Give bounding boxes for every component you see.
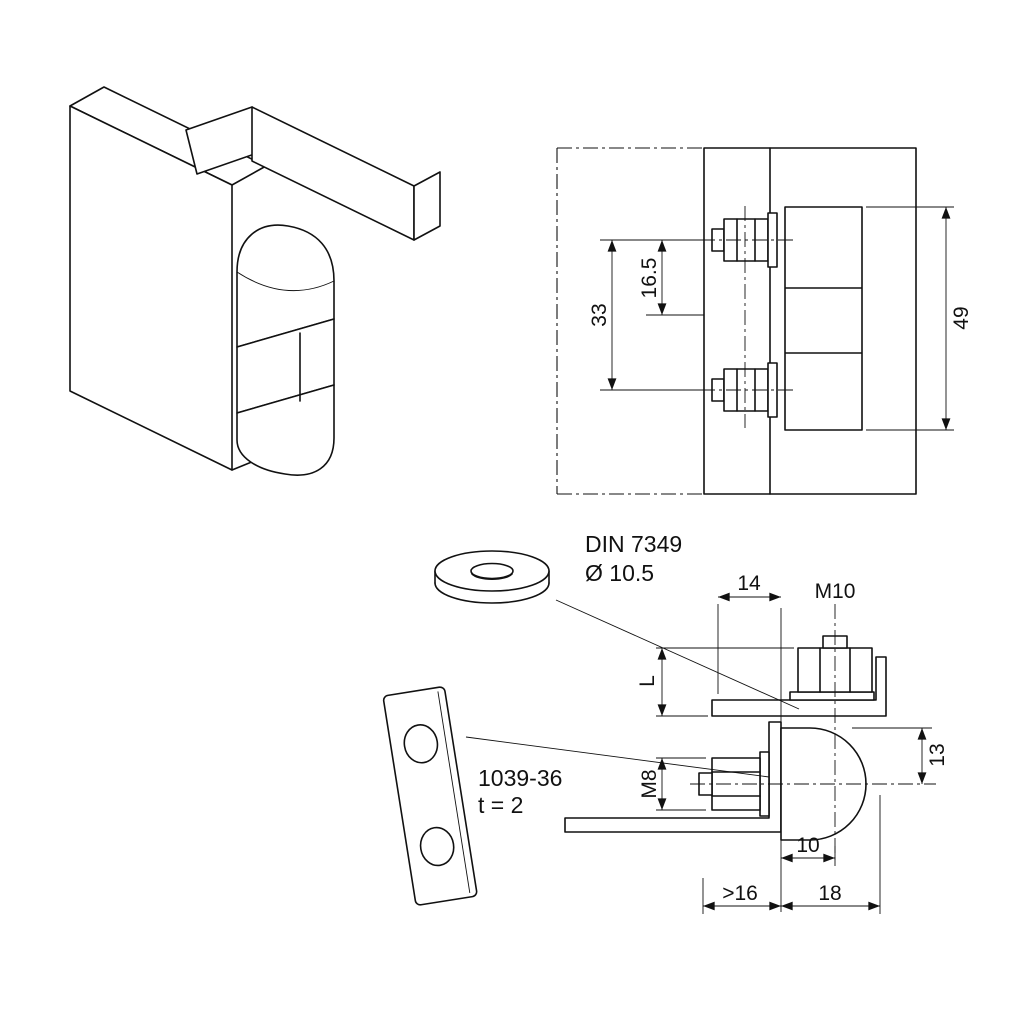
- dim-10-label: 10: [796, 834, 819, 857]
- washer-leader-line: [555, 599, 800, 710]
- dim-33-label: 33: [588, 303, 611, 326]
- knuckle-bottom: [236, 384, 335, 476]
- plate-thickness-label: t = 2: [478, 792, 523, 818]
- dim-gt16-label: >16: [722, 882, 758, 905]
- washer-diameter-label: Ø 10.5: [585, 560, 654, 586]
- m10-bolt-assembly: [789, 635, 875, 701]
- side-view: 14 M10 L M8 13 10 >16 18: [564, 572, 949, 914]
- m10-label: M10: [815, 580, 856, 603]
- top-plate-with-lip: [711, 656, 887, 717]
- plate-body: [382, 686, 478, 906]
- m8-label: M8: [638, 769, 661, 798]
- dim-16-5-label: 16.5: [638, 258, 661, 299]
- dim-L-label: L: [636, 675, 659, 687]
- plate-part-number-label: 1039-36: [478, 765, 562, 791]
- plate-hole-bottom: [419, 826, 455, 867]
- m10-washer: [789, 691, 875, 701]
- hinge-leaf-plate: [703, 147, 917, 495]
- washer-hole: [470, 562, 514, 580]
- extension-lines: [600, 206, 954, 431]
- washer-bottom-arc: [434, 582, 550, 604]
- right-leaf-lip: [413, 171, 441, 241]
- dim-14-label: 14: [737, 572, 761, 595]
- dim-49-label: 49: [950, 306, 973, 329]
- knuckle-cap-arc: [236, 271, 335, 291]
- knuckle-block: [784, 206, 863, 431]
- plate-leader-line: [465, 736, 770, 778]
- bolt-centerlines: [700, 206, 797, 428]
- m8-nut-facets: [711, 771, 761, 797]
- m10-nut-facets: [819, 647, 851, 693]
- dim-18-label: 18: [818, 882, 841, 905]
- plate-thickness-line: [437, 691, 471, 894]
- knuckle-top: [236, 224, 335, 348]
- plate-figure: 1039-36 t = 2: [382, 686, 562, 906]
- extension-lines: [656, 604, 932, 914]
- plate-hole-top: [403, 724, 439, 764]
- washer-figure: DIN 7349 Ø 10.5: [434, 531, 682, 604]
- dim-13-label: 13: [926, 743, 949, 766]
- front-view: 16.5 33 49: [556, 147, 973, 495]
- right-leaf-face: [251, 106, 415, 241]
- isometric-view: [69, 86, 441, 476]
- washer-standard-label: DIN 7349: [585, 531, 682, 557]
- washer-hole-inner-arc: [471, 573, 513, 581]
- mounting-profile-outline: [556, 147, 704, 495]
